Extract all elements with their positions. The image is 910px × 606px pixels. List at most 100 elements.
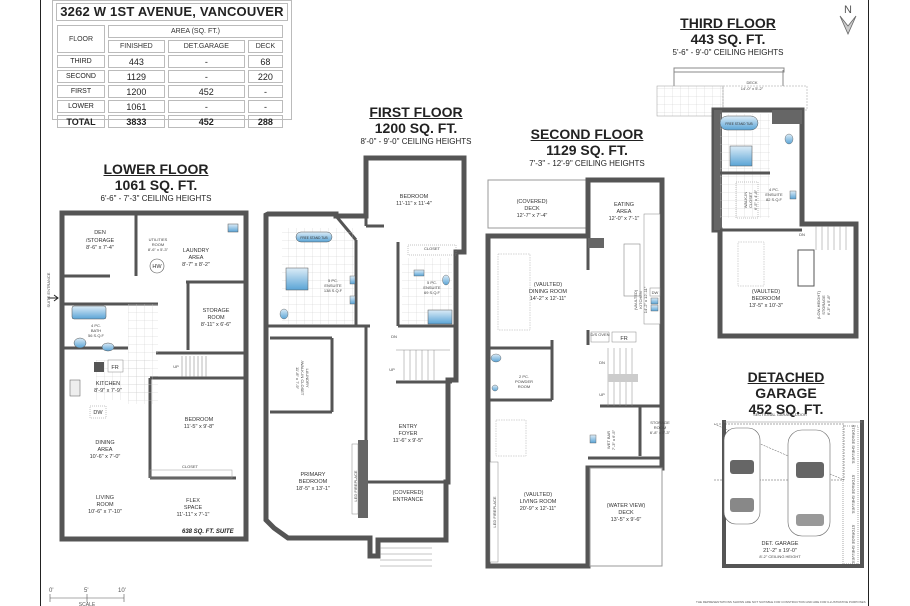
row-deck: 220 [247,70,283,83]
svg-text:SPACE: SPACE [184,505,203,511]
svg-text:(VAULTED): (VAULTED) [752,289,780,295]
svg-text:14'-2" x 12'-11": 14'-2" x 12'-11" [530,296,567,302]
water-heater-label: HW [152,264,162,270]
ceiling-heights: 7'-3" - 12'-9" CEILING HEIGHTS [529,159,645,168]
right-frame-line [868,0,869,606]
floor-area: 1129 SQ. FT. [546,142,628,158]
row-floor: FIRST [57,85,105,98]
svg-text:ROOM: ROOM [654,425,666,430]
svg-text:4 PC.: 4 PC. [769,187,779,192]
svg-text:STORAGE: STORAGE [203,308,230,314]
svg-text:KITCHEN: KITCHEN [638,291,643,309]
svg-text:AREA: AREA [98,447,113,453]
scale-ruler-icon: 0' 5' 10' SCALE [49,588,126,606]
svg-text:PRIMARY: PRIMARY [301,472,326,478]
svg-text:UP: UP [389,367,395,372]
svg-text:DN: DN [799,232,805,237]
svg-text:10'-6" x 7'-0": 10'-6" x 7'-0" [90,454,121,460]
row-deck: - [247,100,283,113]
svg-text:STORAGE SHELVES: STORAGE SHELVES [851,525,856,564]
total-finished: 3833 [108,115,165,128]
svg-text:DW: DW [652,290,659,295]
area-summary-table: 3262 W 1ST AVENUE, VANCOUVER FLOOR AREA … [52,0,292,128]
svg-text:ENTRANCE: ENTRANCE [393,497,424,503]
left-frame-line [40,0,41,606]
floor-area: 452 SQ. FT. [748,401,824,417]
lower-floor-title: LOWER FLOOR 1061 SQ. FT. 6'-6" - 7'-3" C… [96,162,216,203]
suite-note: 638 SQ. FT. SUITE [182,529,235,535]
svg-text:ENTRY: ENTRY [399,424,418,430]
svg-text:ROOM: ROOM [152,242,164,247]
svg-text:BEDROOM: BEDROOM [400,194,429,200]
svg-text:LED FIREPLACE: LED FIREPLACE [492,496,497,527]
svg-text:4 PC.: 4 PC. [91,323,101,328]
svg-text:14'-2" x 12'-11": 14'-2" x 12'-11" [643,286,648,313]
floor-name: DETACHED [747,369,825,385]
svg-text:BEDROOM: BEDROOM [752,296,781,302]
svg-text:6'-5" x 4'-8": 6'-5" x 4'-8" [753,189,758,210]
svg-text:12'-7" x 7'-4": 12'-7" x 7'-4" [517,213,548,219]
svg-text:11'-8" x 7'-9": 11'-8" x 7'-9" [295,367,300,390]
svg-text:7'-3" x 6'-5": 7'-3" x 6'-5" [611,429,616,450]
row-deck: - [247,85,283,98]
svg-text:11'-11" x 11'-4": 11'-11" x 11'-4" [396,201,432,207]
table-row: THIRD 443 - 68 [57,55,283,68]
fridge-label: FR [111,365,118,371]
svg-text:DEN: DEN [94,230,106,236]
svg-text:DINING: DINING [95,440,114,446]
svg-text:20'-9" x 12'-11": 20'-9" x 12'-11" [520,506,557,512]
tub-label: FREE STAND TUB [300,236,327,240]
svg-text:8'-6" x 5'-3": 8'-6" x 5'-3" [148,247,169,252]
svg-text:(WATER VIEW): (WATER VIEW) [607,503,646,509]
svg-text:8'-11" x 6'-6": 8'-11" x 6'-6" [201,322,231,328]
header-finished: FINISHED [108,40,165,53]
svg-text:KITCHEN: KITCHEN [96,381,120,387]
svg-text:0': 0' [49,588,53,594]
north-compass: N [836,2,860,36]
svg-text:/WALK-IN CLOSET: /WALK-IN CLOSET [300,361,305,396]
suite-entrance-label: SUITE ENTRANCE [46,272,51,307]
total-deck: 288 [247,115,283,128]
floor-name: SECOND FLOOR [530,126,644,142]
svg-text:N: N [844,4,852,16]
row-garage: - [167,70,245,83]
svg-text:D/S OVEN: D/S OVEN [590,332,609,337]
svg-text:AREA: AREA [189,255,204,261]
header-garage: DET.GARAGE [167,40,245,53]
svg-text:DECK: DECK [746,80,757,85]
floor-area: 443 SQ. FT. [690,31,766,47]
first-floor-plan: FREE STAND TUB CLOSET DN UP BEDROOM 11'-… [263,155,467,567]
svg-text:56 S.Q.F: 56 S.Q.F [88,333,105,338]
svg-text:/STORAGE: /STORAGE [86,238,115,244]
svg-text:10': 10' [118,588,126,594]
third-floor-plan: DECK 14'-0" x 5'-2" FREE STAND TUB DN WA… [656,67,859,339]
floor-name: FIRST FLOOR [369,104,463,120]
ceiling-heights: 8'-0" - 9'-0" CEILING HEIGHTS [360,137,472,146]
svg-text:LED FIREPLACE: LED FIREPLACE [353,470,358,501]
floor-name-2: GARAGE [755,385,817,401]
svg-text:DN: DN [599,360,605,365]
ceiling-heights: 5'-6" - 9'-0" CEILING HEIGHTS [672,48,784,57]
svg-text:ROOM: ROOM [96,502,114,508]
svg-text:EATING: EATING [614,202,634,208]
svg-text:FOYER: FOYER [399,431,418,437]
svg-text:STORAGE SHELVES: STORAGE SHELVES [851,475,856,514]
svg-text:DECK: DECK [524,206,540,212]
svg-text:5 PC.: 5 PC. [328,278,338,283]
svg-text:BEDROOM: BEDROOM [185,417,214,423]
svg-text:69 S.Q.F: 69 S.Q.F [424,290,441,295]
svg-text:ENSUITE: ENSUITE [423,285,441,290]
svg-text:BATH: BATH [91,328,101,333]
svg-text:WET BAR: WET BAR [606,431,611,449]
floor-area: 1061 SQ. FT. [114,177,198,193]
svg-text:STORAGE SHELVES: STORAGE SHELVES [851,425,856,464]
compass-arrow-icon: N [839,4,857,35]
svg-text:13'-5" x 9'-6": 13'-5" x 9'-6" [611,517,642,523]
total-garage: 452 [167,115,245,128]
svg-text:CLOSET: CLOSET [424,246,441,251]
svg-text:ENSUITE: ENSUITE [765,192,783,197]
svg-text:FREE STAND TUB: FREE STAND TUB [725,122,752,126]
floor-name: THIRD FLOOR [680,15,776,31]
svg-text:11'-6" x 9'-5": 11'-6" x 9'-5" [393,438,423,444]
